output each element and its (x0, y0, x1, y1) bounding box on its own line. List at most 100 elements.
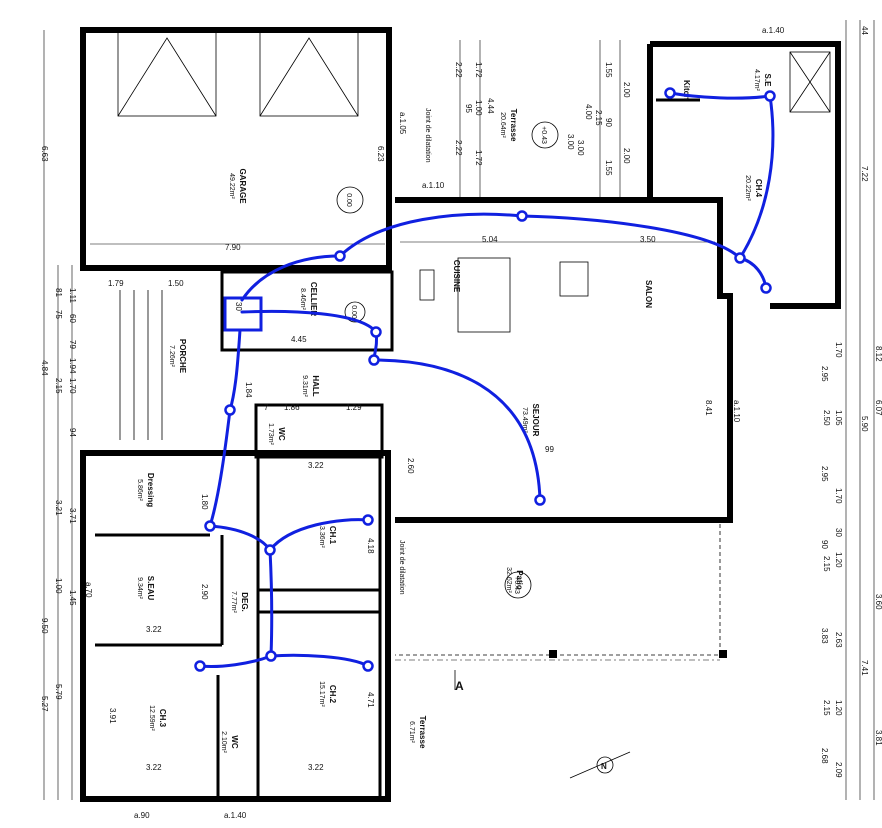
route-segment (208, 408, 232, 528)
kitchen-unit (559, 261, 589, 297)
svg-text:9.34m²: 9.34m² (136, 577, 143, 599)
section-mark: A (455, 679, 464, 693)
dim-text: 5.04 (482, 235, 498, 244)
room-hall: HALL 9.31m² (301, 375, 320, 397)
room-cellier: CELLIER 8.46m² (299, 282, 318, 316)
room-patio: Patio 32.62m² (505, 567, 524, 593)
svg-text:9.31m²: 9.31m² (301, 375, 308, 397)
room-deg: DEG. 7.77m² (230, 591, 249, 613)
ch4-walls (650, 41, 841, 309)
window-tag: a.1.10 (732, 400, 741, 423)
dim-text: 3.00 (566, 134, 575, 150)
dim-text: 1.55 (604, 160, 613, 176)
room-seau: S.EAU 9.34m² (136, 576, 155, 601)
level-text: 0.00 (345, 193, 352, 207)
svg-text:CUISINE: CUISINE (452, 260, 461, 293)
svg-text:Dressing: Dressing (146, 473, 155, 507)
window-tag: a.1.40 (224, 811, 247, 820)
dim-text: 2.00 (622, 148, 631, 164)
level-text: +0.43 (513, 576, 520, 594)
svg-text:CH.2: CH.2 (328, 685, 337, 704)
room-ch2: CH.2 15.17m² (318, 681, 337, 707)
svg-text:SALON: SALON (644, 280, 653, 308)
dim-text: 1.86 (284, 403, 300, 412)
dim-text: 3.91 (108, 708, 117, 724)
dim-text: 1.72 (474, 62, 483, 78)
dim-text: 2.22 (454, 62, 463, 78)
route-node (764, 90, 776, 102)
dimension-lines (43, 20, 875, 800)
dim-text: 2.15 (822, 556, 831, 572)
route-segment (198, 654, 273, 668)
level-text: 0.00 (350, 305, 357, 319)
hall-walls (254, 403, 384, 459)
dim-text: 2.50 (822, 410, 831, 426)
svg-text:4.17m²: 4.17m² (753, 69, 760, 91)
room-se: S.E 4.17m² (753, 69, 772, 91)
garage-door-mark (259, 37, 359, 117)
route-node (204, 520, 216, 532)
dim-text: 1.55 (604, 62, 613, 78)
svg-text:6.71m²: 6.71m² (408, 721, 415, 743)
dim-text: 81 (54, 288, 63, 297)
compass (596, 756, 614, 774)
dim-text: 3.83 (820, 628, 829, 644)
dim-text: 2.09 (834, 762, 843, 778)
dim-text: 3.71 (68, 508, 77, 524)
level-marker (531, 121, 559, 149)
svg-text:WC: WC (277, 427, 286, 441)
route-node (334, 250, 346, 262)
route-segment (268, 518, 370, 552)
svg-text:13.36m²: 13.36m² (318, 522, 325, 548)
window-tag: a.1.40 (762, 26, 785, 35)
dim-text: 1.70 (68, 378, 77, 394)
route-node (734, 252, 746, 264)
room-ch3: CH.3 12.59m² (148, 705, 167, 731)
route-segment (240, 309, 378, 334)
dim-text: 1.05 (834, 410, 843, 426)
dim-text: 4.71 (366, 692, 375, 708)
dim-text: 2.95 (820, 466, 829, 482)
route-segment (338, 212, 524, 258)
room-cuisine: CUISINE (452, 260, 461, 293)
svg-text:DEG.: DEG. (240, 592, 249, 612)
window-tag: a.90 (134, 811, 150, 820)
svg-text:49.22m²: 49.22m² (228, 173, 235, 199)
room-kitch: Kitch (682, 80, 691, 100)
svg-text:WC: WC (230, 735, 239, 749)
window-tags: a.1.05 a.1.10 a.1.40 a.1.10 a.70 a.90 a.… (84, 26, 785, 820)
window-tag: a.70 (84, 582, 93, 598)
dim-text: 1.70 (834, 488, 843, 504)
dim-text: 8.12 (874, 346, 882, 362)
room-ch1: CH.1 13.36m² (318, 522, 337, 548)
dim-text: 2.95 (820, 366, 829, 382)
svg-text:CH.3: CH.3 (158, 709, 167, 728)
dim-text: 2.15 (594, 110, 603, 126)
dim-text: 3.22 (146, 625, 162, 634)
dim-text: 1.29 (346, 403, 362, 412)
dim-text: 5.90 (860, 416, 869, 432)
dim-text: 4.45 (291, 335, 307, 344)
dim-text: 1.94 (68, 358, 77, 374)
room-wc1: WC 1.73m² (267, 423, 286, 445)
svg-text:8.46m²: 8.46m² (299, 288, 306, 310)
patio-post (719, 650, 727, 658)
dim-text: 3.50 (640, 235, 656, 244)
route-node (368, 354, 380, 366)
route-segment (738, 94, 775, 260)
dim-text: 5.79 (54, 684, 63, 700)
room-dressing: Dressing 5.86m² (136, 473, 155, 507)
dim-text: 6.07 (874, 400, 882, 416)
route-node (194, 660, 206, 672)
dim-text: 75 (54, 310, 63, 319)
garage-walls (80, 27, 392, 271)
dim-text: 1.50 (168, 279, 184, 288)
shower (789, 51, 831, 113)
level-marker (336, 186, 364, 214)
dim-text: 3.60 (874, 594, 882, 610)
dim-text: 90 (820, 540, 829, 549)
room-sejour: SEJOUR 73.49m² (521, 404, 540, 437)
dim-text: 99 (545, 445, 554, 454)
room-terrasse-north: Terrasse 20.64m² (499, 109, 518, 142)
dim-text: 4.44 (486, 98, 495, 114)
